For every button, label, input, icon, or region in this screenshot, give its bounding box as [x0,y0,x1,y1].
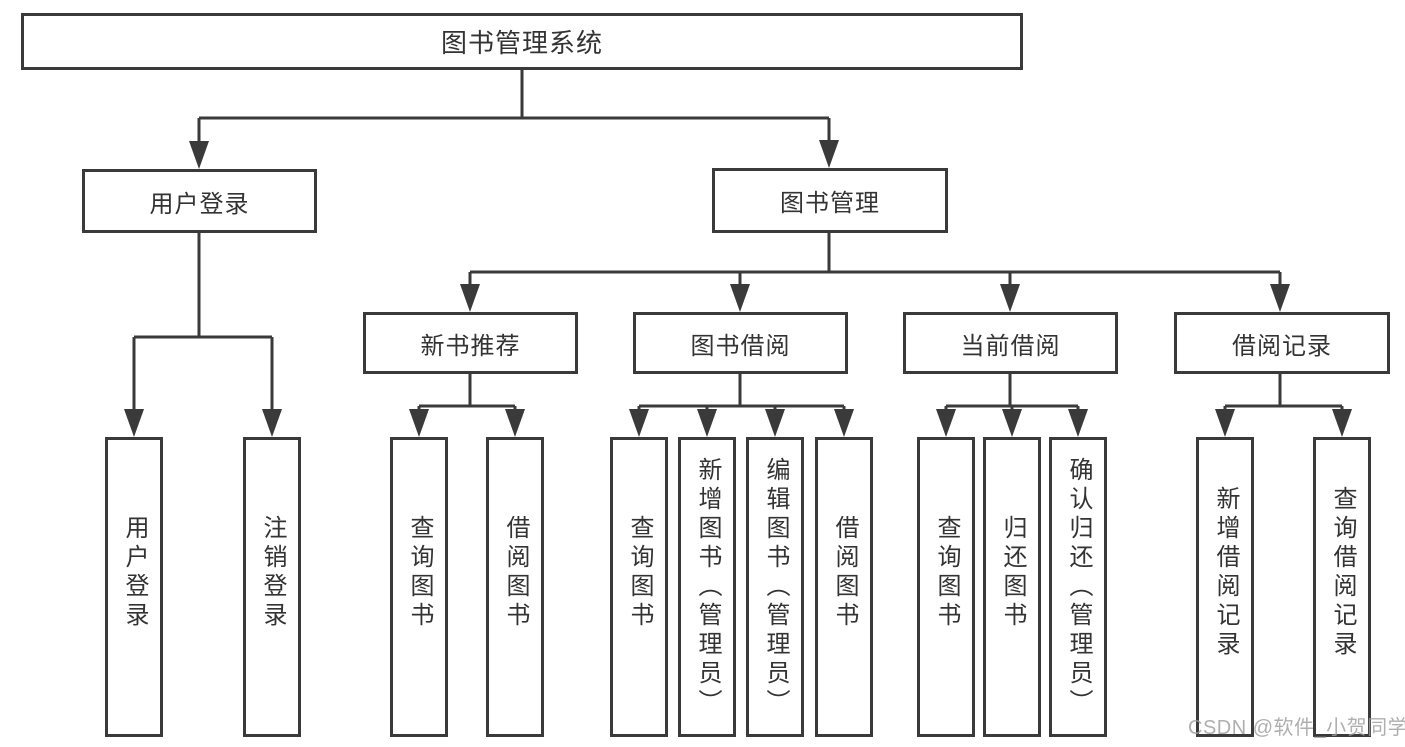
node-user-login: 用户登录 [82,169,317,233]
leaf-bb-query-books-label: 查询图书 [626,515,653,631]
node-book-mgmt: 图书管理 [712,168,948,233]
leaf-bb-add-books-admin-label: 新增图书（管理员） [694,456,721,718]
node-user-login-label: 用户登录 [149,190,250,218]
leaf-user-login: 用户登录 [105,437,163,737]
leaf-cb-confirm-return-admin: 确认归还（管理员） [1049,437,1107,737]
leaf-logout: 注销登录 [243,437,301,737]
leaf-nb-query-books: 查询图书 [390,437,448,737]
leaf-logout-label: 注销登录 [259,515,286,631]
node-new-book-recommend: 新书推荐 [363,312,578,374]
node-borrow-records-label: 借阅记录 [1232,332,1332,360]
connector-book-mgmt-children [460,233,1290,312]
leaf-bb-add-books-admin: 新增图书（管理员） [678,437,736,737]
connector-user-login-children [124,233,282,437]
leaf-bb-query-books: 查询图书 [610,437,668,737]
leaf-br-add-record-label: 新增借阅记录 [1212,486,1239,660]
node-root-label: 图书管理系统 [440,28,603,58]
node-root: 图书管理系统 [21,13,1023,70]
watermark-text: CSDN @软件_小贺同学 [1188,717,1405,739]
node-current-borrow: 当前借阅 [903,312,1118,374]
connector-new-book-children [409,374,525,437]
leaf-bb-borrow-books-label: 借阅图书 [831,515,858,631]
leaf-cb-confirm-return-admin-label: 确认归还（管理员） [1065,456,1092,718]
leaf-cb-return-books-label: 归还图书 [999,515,1026,631]
leaf-br-add-record: 新增借阅记录 [1196,437,1254,737]
connector-book-borrow-children [629,374,854,437]
connector-root-to-level2 [189,70,839,169]
node-new-book-recommend-label: 新书推荐 [420,332,521,360]
leaf-nb-query-books-label: 查询图书 [406,515,433,631]
node-book-borrow: 图书借阅 [633,312,848,374]
leaf-bb-borrow-books: 借阅图书 [815,437,873,737]
leaf-cb-query-books-label: 查询图书 [933,515,960,631]
leaf-br-query-record-label: 查询借阅记录 [1329,486,1356,660]
leaf-user-login-label: 用户登录 [121,515,148,631]
leaf-nb-borrow-books: 借阅图书 [486,437,544,737]
leaf-cb-query-books: 查询图书 [917,437,975,737]
leaf-bb-edit-books-admin-label: 编辑图书（管理员） [762,456,789,718]
leaf-br-query-record: 查询借阅记录 [1313,437,1371,737]
connector-borrow-record-children [1215,374,1352,437]
connector-current-borrow-children [936,374,1088,437]
leaf-bb-edit-books-admin: 编辑图书（管理员） [746,437,804,737]
node-book-borrow-label: 图书借阅 [690,332,791,360]
leaf-nb-borrow-books-label: 借阅图书 [502,515,529,631]
node-book-mgmt-label: 图书管理 [780,190,880,217]
leaf-cb-return-books: 归还图书 [983,437,1041,737]
node-current-borrow-label: 当前借阅 [960,332,1061,360]
node-borrow-records: 借阅记录 [1174,312,1390,374]
